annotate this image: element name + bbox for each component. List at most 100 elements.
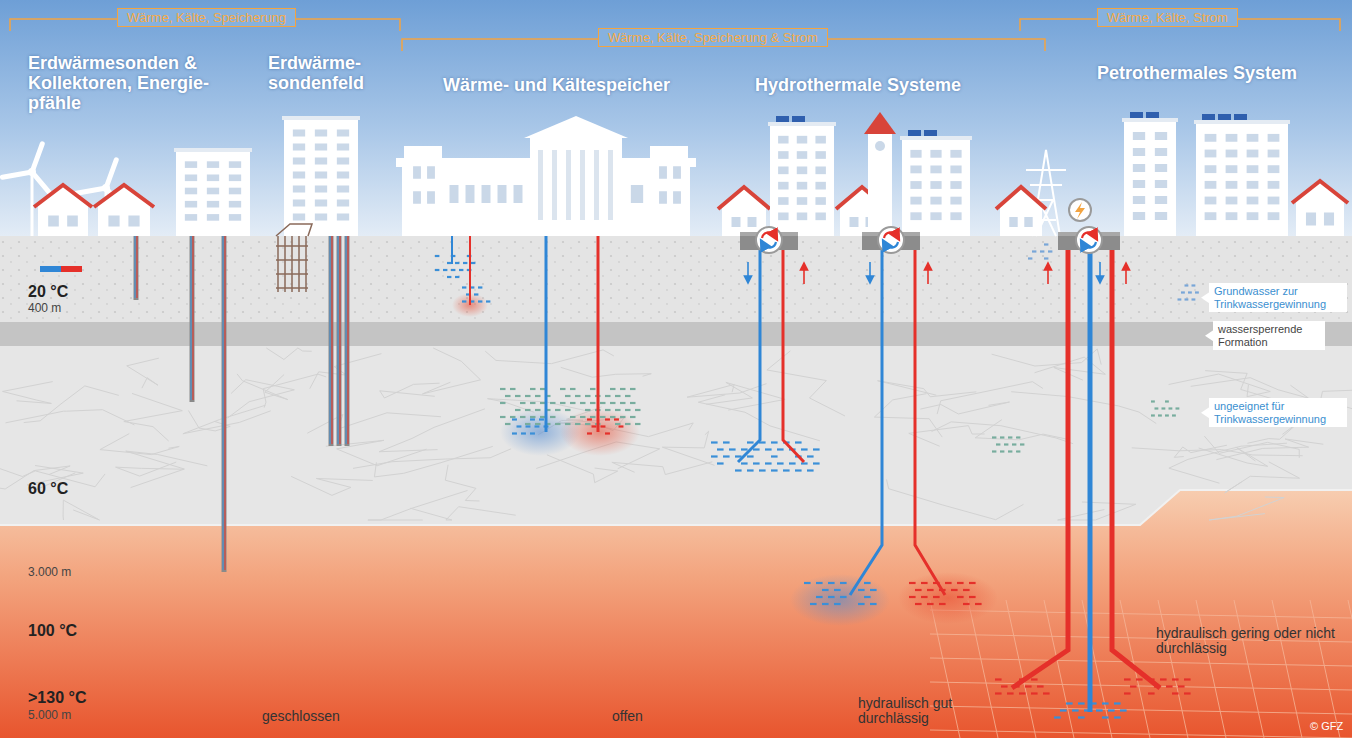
water-dash: [478, 300, 482, 302]
window: [1133, 164, 1145, 172]
window: [1226, 181, 1238, 189]
water-dash: [777, 448, 784, 450]
window: [815, 136, 825, 144]
water-dash: [807, 469, 814, 471]
water-dash: [620, 388, 626, 390]
water-dash: [915, 589, 922, 591]
window: [337, 158, 349, 165]
window: [815, 167, 825, 175]
water-dash: [858, 603, 865, 605]
annotation: © GFZ: [1310, 720, 1343, 732]
water-dash: [625, 409, 631, 411]
water-dash: [864, 582, 871, 584]
water-dash: [870, 603, 877, 605]
water-dash: [610, 416, 616, 418]
window: [185, 214, 197, 221]
fracture: [1191, 378, 1309, 399]
window: [778, 151, 788, 159]
warm-pipe: [1012, 250, 1068, 688]
window: [293, 214, 305, 221]
water-dash: [560, 388, 566, 390]
window: [673, 166, 681, 179]
window: [930, 150, 941, 158]
water-dash: [1185, 284, 1189, 286]
window: [337, 186, 349, 193]
window: [950, 197, 961, 205]
water-dash: [585, 423, 591, 425]
water-dash: [474, 293, 478, 295]
solar-panel: [1202, 114, 1215, 120]
water-dash: [555, 409, 561, 411]
water-dash: [723, 455, 730, 457]
water-dash: [605, 432, 610, 434]
water-dash: [462, 286, 466, 288]
water-dash: [535, 423, 541, 425]
water-dash: [996, 443, 1000, 445]
window: [229, 214, 241, 221]
column: [580, 150, 585, 220]
window: [337, 144, 349, 151]
roof-edge: [174, 148, 252, 152]
water-dash: [486, 300, 490, 302]
fracture: [380, 383, 440, 398]
system-heading: Petrothermales System: [1097, 64, 1297, 84]
window: [950, 181, 961, 189]
fracture: [561, 367, 651, 377]
water-dash: [635, 409, 641, 411]
window: [1133, 180, 1145, 188]
window: [427, 166, 435, 179]
palace-tower: [404, 146, 442, 236]
water-dash: [729, 448, 736, 450]
water-dash: [1096, 709, 1103, 711]
palace-portico: [530, 136, 622, 236]
water-dash: [515, 395, 521, 397]
hydrothermal-reservoir: [711, 443, 820, 471]
flow-down: [747, 262, 749, 280]
probe-cold: [330, 236, 331, 444]
window: [1226, 134, 1238, 142]
water-dash: [630, 402, 636, 404]
window: [1133, 196, 1145, 204]
window: [315, 214, 327, 221]
middle-layer: [0, 346, 1352, 546]
probe-warm: [348, 236, 349, 444]
grid-line: [930, 682, 1352, 690]
fracture: [706, 382, 785, 410]
window: [1133, 148, 1145, 156]
window: [207, 175, 219, 182]
window: [108, 216, 119, 227]
fracture: [909, 426, 985, 447]
window: [207, 188, 219, 195]
water-dash: [765, 448, 772, 450]
water-dash: [963, 603, 970, 605]
water-dash: [1192, 298, 1196, 300]
church-roof: [864, 112, 896, 134]
fracture: [662, 431, 714, 465]
system-heading: Wärme- und Kältespeicher: [443, 76, 670, 96]
installations: [40, 224, 348, 572]
window: [797, 167, 807, 175]
water-dash: [1158, 414, 1162, 416]
probe-warm: [340, 236, 341, 444]
water-dash: [1185, 298, 1189, 300]
window: [293, 172, 305, 179]
water-dash: [517, 425, 522, 427]
red-roof: [718, 187, 770, 209]
water-dash: [1032, 250, 1036, 252]
water-dash: [801, 448, 808, 450]
use-tag: Wärme, Kälte, Speicherung: [117, 8, 296, 27]
node-text: wassersperrende Formation: [1218, 323, 1320, 348]
water-dash: [512, 432, 517, 434]
water-dash: [1000, 450, 1004, 452]
water-dash: [1184, 692, 1191, 694]
water-dash: [590, 416, 596, 418]
water-dash: [587, 418, 592, 420]
window: [337, 214, 349, 221]
exchange-arrow-warm: [762, 232, 775, 238]
warm-pipe: [783, 250, 804, 462]
window: [48, 216, 59, 227]
red-roof: [94, 185, 154, 207]
water-dash: [1181, 291, 1185, 293]
window: [207, 201, 219, 208]
